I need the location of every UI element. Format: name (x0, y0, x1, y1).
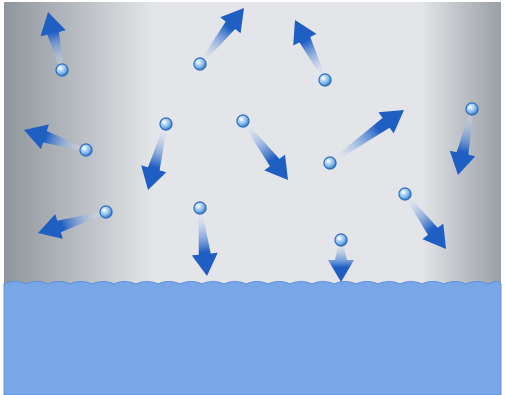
liquid-body (4, 282, 501, 395)
molecule-12 (399, 188, 411, 200)
molecule-1 (56, 64, 68, 76)
molecule-4 (80, 144, 92, 156)
molecule-6 (237, 115, 249, 127)
molecule-5 (160, 118, 172, 130)
molecule-9 (100, 206, 112, 218)
molecule-3 (319, 74, 331, 86)
molecule-10 (194, 202, 206, 214)
molecule-2 (194, 58, 206, 70)
molecule-11 (335, 234, 347, 246)
molecule-8 (466, 103, 478, 115)
molecule-7 (324, 157, 336, 169)
